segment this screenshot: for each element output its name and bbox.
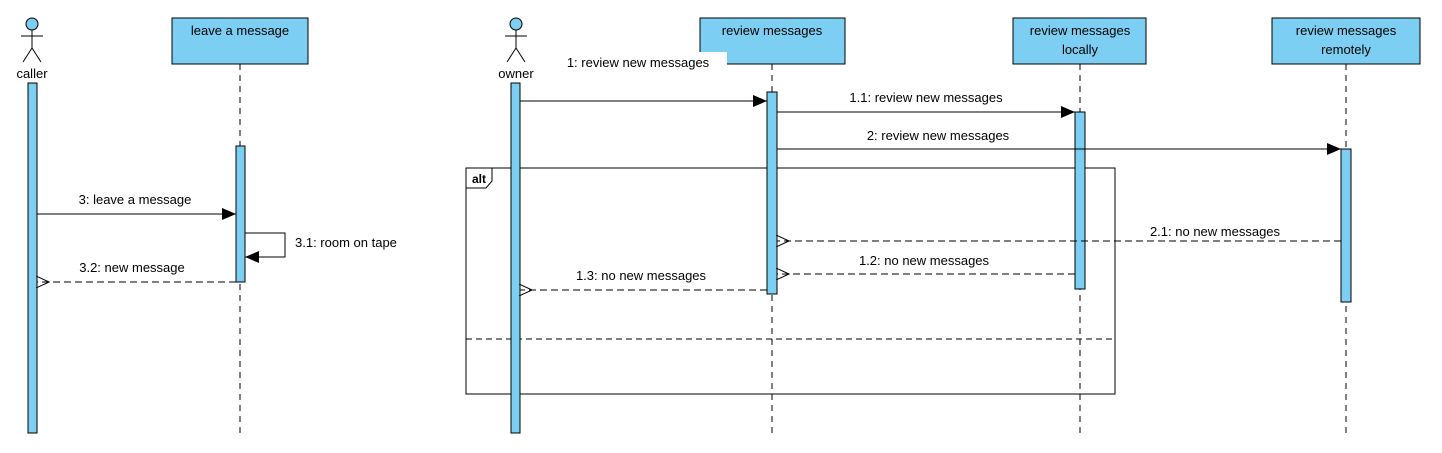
lifeline-leave-a-message: leave a message <box>171 17 309 433</box>
message-label-2: 2: review new messages <box>867 128 1010 143</box>
owner-stick-figure-icon <box>505 17 527 63</box>
review-remotely-activation-bar <box>1340 148 1352 303</box>
caller-label: caller <box>16 66 48 81</box>
caller-stick-figure-icon <box>21 17 43 63</box>
message-arrow-3-1 <box>245 232 286 263</box>
message-label-2-1: 2.1: no new messages <box>1150 224 1281 239</box>
message-label-1-3: 1.3: no new messages <box>576 268 707 283</box>
owner-activation-bar <box>510 82 521 434</box>
lifeline-label-review-locally-line1: review messages <box>1030 23 1131 38</box>
review-locally-activation-bar <box>1074 111 1086 290</box>
leave-message-activation-bar <box>235 145 246 283</box>
alt-fragment: alt <box>465 167 1116 395</box>
alt-operator-label: alt <box>472 172 486 186</box>
message-label-3-1: 3.1: room on tape <box>295 235 397 250</box>
caller-actor: caller <box>16 17 48 81</box>
lifeline-review-messages-locally: review messages locally <box>1012 17 1147 433</box>
lifeline-label-leave-a-message: leave a message <box>191 23 289 38</box>
message-label-1-1: 1.1: review new messages <box>849 90 1003 105</box>
lifeline-box-review-messages-remotely <box>1271 17 1421 65</box>
caller-activation-bar <box>27 82 38 434</box>
lifeline-box-review-messages-locally <box>1012 17 1147 65</box>
review-messages-activation-bar <box>766 91 778 295</box>
owner-label: owner <box>498 66 534 81</box>
lifeline-label-review-messages: review messages <box>722 23 823 38</box>
message-label-1-2: 1.2: no new messages <box>859 253 990 268</box>
lifeline-box-leave-a-message <box>171 17 309 65</box>
alt-tab <box>465 167 493 189</box>
lifeline-label-review-remotely-line2: remotely <box>1321 42 1371 57</box>
lifeline-label-review-locally-line2: locally <box>1062 42 1099 57</box>
message-label-1: 1: review new messages <box>567 55 710 70</box>
lifeline-label-review-remotely-line1: review messages <box>1296 23 1397 38</box>
message-label-3-2: 3.2: new message <box>79 260 185 275</box>
owner-actor: owner <box>498 17 534 81</box>
alt-frame <box>465 167 1116 395</box>
message-label-3: 3: leave a message <box>79 192 192 207</box>
lifeline-review-messages-remotely: review messages remotely <box>1271 17 1421 433</box>
message-label-1-background <box>556 52 727 72</box>
